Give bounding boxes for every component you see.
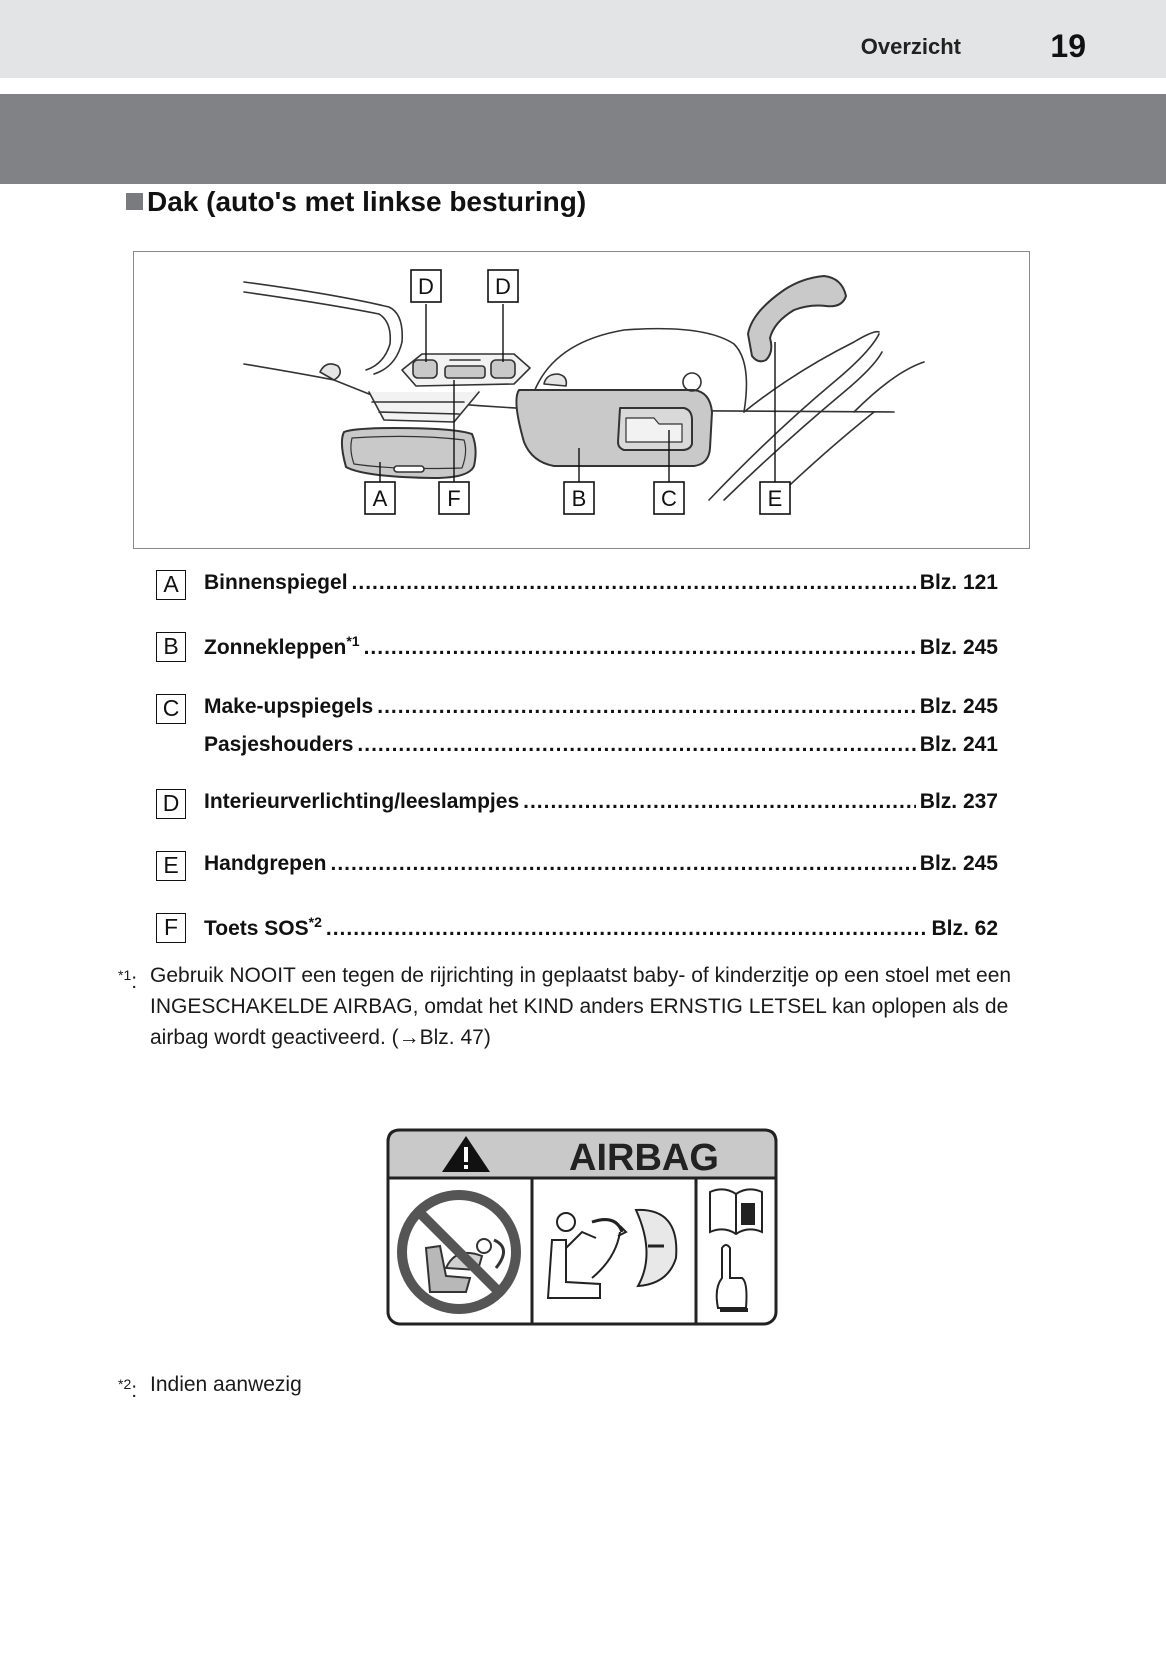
item-label: Make-upspiegels [204,695,373,719]
item-label: Zonnekleppen*1 [204,633,360,660]
footnote-text: Indien aanwezig [150,1373,302,1396]
leader-dots [523,790,916,814]
callout-c: C [653,481,685,515]
item-label-text: Make-upspiegels [204,695,374,718]
footnote-marker: *2 [308,914,322,930]
footnote-marker: *1 [346,633,360,649]
page-reference-link[interactable]: Blz. 62 [931,917,998,940]
item-label: Toets SOS*2 [204,914,322,941]
item-label: Handgrepen [204,852,327,876]
letter-box: B [156,632,186,662]
airbag-label-svg: AIRBAG [386,1128,778,1326]
item-label-text: Toets SOS [204,917,309,940]
callout-e: E [759,481,791,515]
airbag-warning-label: AIRBAG [386,1128,778,1326]
list-item-a: A Binnenspiegel Blz. 121 [156,568,998,630]
page-header [0,0,1166,78]
section-heading-text: Dak (auto's met linkse besturing) [147,186,587,217]
letter-box: A [156,570,186,600]
leader-dots [357,733,915,757]
section-title: Overzicht [860,34,961,59]
item-row: Binnenspiegel Blz. 121 [204,571,998,595]
footnote-mark-text: *1 [118,967,132,983]
page-reference-link[interactable]: Blz. 245 [919,852,998,875]
item-row: Interieurverlichting/leeslampjes Blz. 23… [204,790,998,814]
leader-dots [326,917,928,941]
item-label: Binnenspiegel [204,571,348,595]
list-item-d: D Interieurverlichting/leeslampjes Blz. … [156,787,998,849]
callout-d-left: D [410,269,442,303]
warning-triangle-icon [442,1136,490,1172]
list-item-b: B Zonnekleppen*1 Blz. 245 [156,630,998,692]
callout-b-text: B [572,486,587,511]
footnote-1: *1: Gebruik NOOIT een tegen de rijrichti… [118,960,1038,1053]
footnote-2: *2: Indien aanwezig [118,1369,1038,1402]
callout-f: F [438,481,470,515]
airbag-deploy-icon [546,1208,678,1299]
heading-square-icon [126,193,143,210]
callout-d-right: D [487,269,519,303]
item-row: Toets SOS*2 Blz. 62 [204,914,998,941]
item-label-text: Pasjeshouders [204,733,354,756]
letter-box: D [156,789,186,819]
item-label: Pasjeshouders [204,733,353,757]
footnote-mark: *1: [118,967,138,993]
footnote-mark: *2: [118,1376,138,1402]
callout-a: A [364,481,396,515]
component-list: A Binnenspiegel Blz. 121 B Zonnekleppen*… [156,568,998,973]
list-item-e: E Handgrepen Blz. 245 [156,849,998,911]
list-item-c: C Make-upspiegels Blz. 245 Pasjeshouders… [156,692,998,787]
item-row-secondary: Pasjeshouders Blz. 241 [204,733,998,757]
callout-d-left-text: D [418,274,434,299]
roof-illustration: D D A F B C E [133,251,1030,549]
page-reference-link[interactable]: Blz. 241 [919,733,998,756]
section-heading: Dak (auto's met linkse besturing) [126,186,586,218]
page-reference-link[interactable]: Blz. 121 [919,571,998,594]
footnote-mark-text: *2 [118,1376,132,1392]
item-label-text: Zonnekleppen [204,636,347,659]
page-reference-link[interactable]: Blz. 245 [919,695,998,718]
roof-illustration-svg: D D A F B C E [243,269,925,515]
section-band [0,94,1166,184]
letter-box: C [156,694,186,724]
leader-dots [364,636,916,660]
letter-box: E [156,851,186,881]
item-label-text: Binnenspiegel [204,571,348,594]
leader-dots [352,571,916,595]
item-row: Handgrepen Blz. 245 [204,852,998,876]
callout-e-text: E [768,486,783,511]
airbag-label-title: AIRBAG [569,1137,719,1179]
item-label: Interieurverlichting/leeslampjes [204,790,519,814]
callout-c-text: C [661,486,677,511]
page-reference-link[interactable]: Blz. 245 [919,636,998,659]
callout-f-text: F [447,486,460,511]
callout-a-text: A [373,486,388,511]
footnote-text: Gebruik NOOIT een tegen de rijrichting i… [150,964,1012,1049]
no-rear-facing-seat-icon [397,1190,521,1314]
item-label-text: Interieurverlichting/leeslampjes [204,790,520,813]
page-number: 19 [1050,28,1086,64]
item-label-text: Handgrepen [204,852,327,875]
page-reference-link[interactable]: Blz. 237 [919,790,998,813]
list-item-f: F Toets SOS*2 Blz. 62 [156,911,998,973]
callout-d-right-text: D [495,274,511,299]
leader-dots [331,852,916,876]
leader-dots [377,695,916,719]
item-row: Make-upspiegels Blz. 245 [204,695,998,719]
read-manual-icon [709,1188,763,1312]
letter-box: F [156,913,186,943]
item-row: Zonnekleppen*1 Blz. 245 [204,633,998,660]
header-divider [0,78,1166,80]
callout-b: B [563,481,595,515]
